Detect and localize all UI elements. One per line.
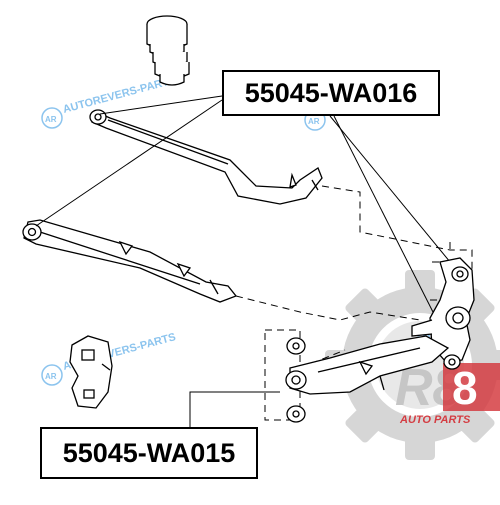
- bushing-icon: [286, 337, 306, 423]
- svg-text:AR: AR: [45, 372, 57, 381]
- r8-accent-block: [443, 363, 500, 411]
- upper-control-arm-icon: [89, 109, 323, 205]
- bump-stop-icon: [146, 15, 190, 86]
- leader-lines-bottom: [189, 391, 280, 427]
- svg-text:AR: AR: [308, 117, 320, 126]
- part-number-label-top: 55045-WA016: [222, 70, 440, 116]
- svg-text:8: 8: [452, 362, 478, 414]
- knuckle-icon: [411, 257, 475, 370]
- trailing-arm-icon: [285, 335, 450, 395]
- part-number-label-bottom: 55045-WA015: [40, 427, 258, 479]
- lower-control-arm-icon: [22, 219, 238, 303]
- leader-lines-top: [35, 95, 456, 319]
- r8-logo-subtitle: AUTO PARTS: [399, 414, 471, 426]
- svg-text:AR: AR: [45, 115, 57, 124]
- bracket-icon: [69, 335, 113, 409]
